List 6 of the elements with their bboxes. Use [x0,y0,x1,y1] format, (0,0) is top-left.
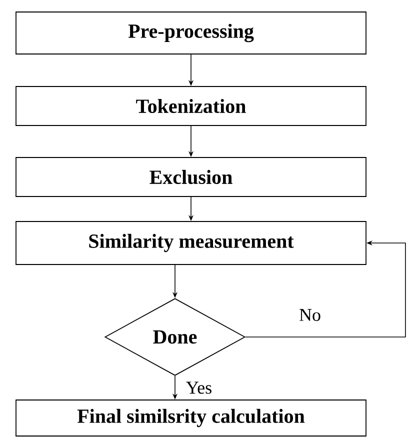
process-box: Exclusion [16,157,366,197]
process-box: Tokenization [16,86,366,126]
edge-label: No [298,308,322,322]
process-box: Similarity measurement [16,221,366,265]
process-box: Pre-processing [16,12,366,54]
process-box: Final similsrity calculation [16,400,366,436]
